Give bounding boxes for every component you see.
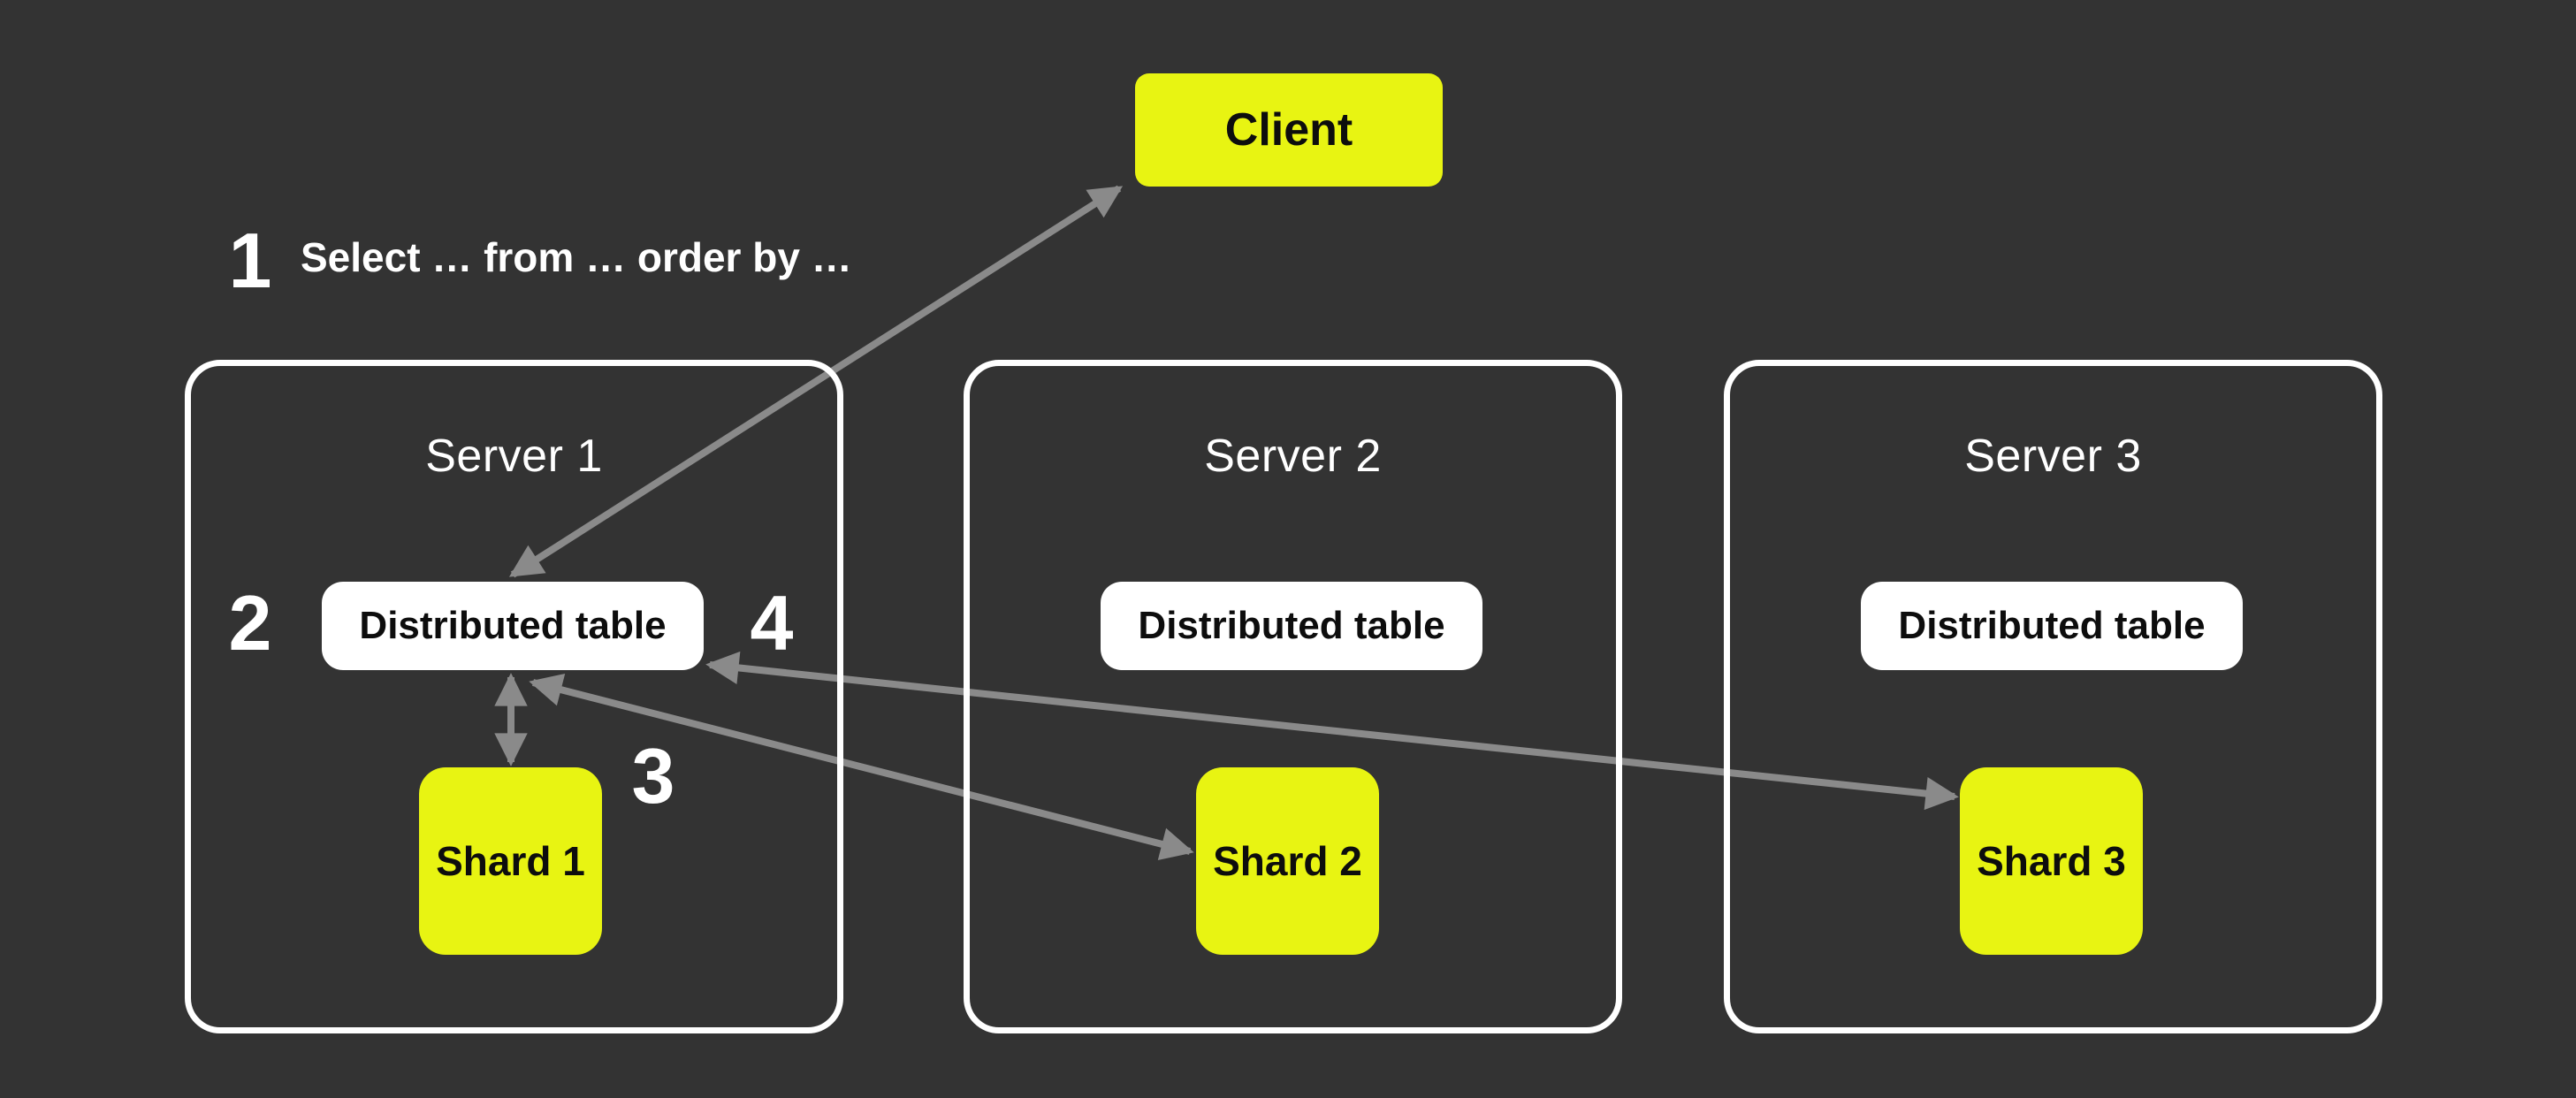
server-2-group: Server 2 Distributed table Shard 2 — [964, 360, 1622, 1033]
server-2-distributed-table-label: Distributed table — [1138, 604, 1445, 647]
server-3-shard: Shard 3 — [1960, 767, 2143, 955]
server-1-shard: Shard 1 — [419, 767, 602, 955]
server-2-title: Server 2 — [1204, 431, 1382, 482]
server-3-distributed-table-label: Distributed table — [1898, 604, 2206, 647]
server-2-shard: Shard 2 — [1196, 767, 1379, 955]
server-1-title: Server 1 — [425, 431, 603, 482]
server-2-distributed-table: Distributed table — [1101, 582, 1482, 670]
step-1-number: 1 — [228, 217, 272, 304]
server-2-shard-label: Shard 2 — [1213, 838, 1362, 884]
server-1-distributed-table-label: Distributed table — [359, 604, 667, 647]
step-1-query-text: Select … from … order by … — [301, 234, 852, 280]
client-label: Client — [1224, 104, 1353, 156]
step-2-number: 2 — [228, 579, 272, 667]
server-1-shard-label: Shard 1 — [436, 838, 585, 884]
server-3-shard-label: Shard 3 — [1977, 838, 2126, 884]
step-3-number: 3 — [631, 732, 675, 820]
client-node: Client — [1135, 73, 1443, 187]
server-1-group: Server 1 Distributed table Shard 1 — [185, 360, 843, 1033]
server-3-title: Server 3 — [1964, 431, 2142, 482]
server-3-group: Server 3 Distributed table Shard 3 — [1724, 360, 2382, 1033]
server-3-distributed-table: Distributed table — [1861, 582, 2243, 670]
server-1-distributed-table: Distributed table — [322, 582, 704, 670]
step-4-number: 4 — [750, 579, 794, 667]
